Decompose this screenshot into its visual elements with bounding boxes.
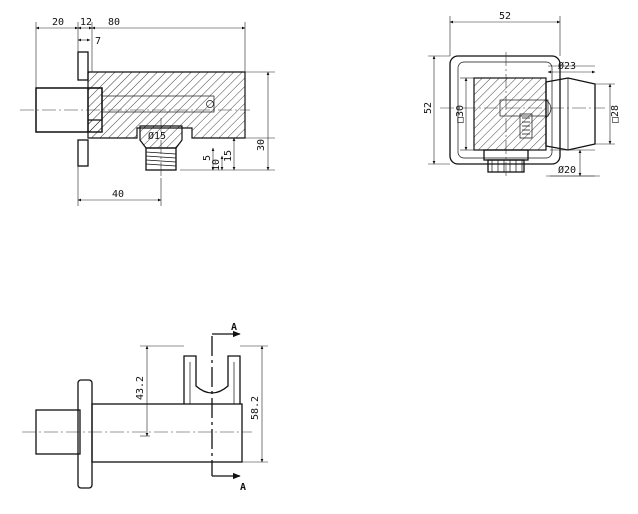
dim-58-2: 58.2 — [250, 396, 261, 420]
dim-7: 7 — [95, 36, 101, 47]
dim-52-top: 52 — [499, 11, 511, 22]
dim-10: 10 — [211, 159, 222, 171]
front-flange-lower — [77, 139, 89, 167]
dim-dia15: Ø15 — [148, 130, 166, 142]
dim-sq28: □28 — [610, 105, 621, 123]
front-small-hole — [206, 100, 214, 108]
dim-15: 15 — [223, 150, 234, 162]
side-body-section — [473, 77, 547, 151]
top-view: A A 43.2 58.2 — [22, 322, 268, 493]
dim-sq30: □30 — [455, 105, 466, 123]
side-plate-inner — [457, 61, 553, 159]
side-plate-outer — [449, 55, 561, 165]
dim-52-left: 52 — [423, 102, 434, 114]
side-section-view: 52 52 □30 Ø23 □28 Ø20 — [423, 11, 621, 178]
dim-5: 5 — [202, 155, 213, 161]
section-mark-bottom: A — [240, 482, 246, 493]
front-inlet-outline — [35, 87, 103, 133]
side-bore — [499, 99, 549, 117]
dim-30: 30 — [256, 139, 267, 151]
front-section-view: 20 12 80 7 Ø15 40 5 10 15 30 — [20, 17, 275, 206]
top-body — [91, 403, 243, 463]
dim-20: 20 — [52, 17, 64, 28]
dim-12: 12 — [80, 17, 92, 28]
section-mark-top: A — [231, 322, 237, 333]
dim-40: 40 — [112, 189, 124, 200]
dim-dia23: Ø23 — [558, 60, 576, 72]
dim-dia20: Ø20 — [558, 164, 576, 176]
side-holder — [545, 77, 596, 151]
front-flange-upper — [77, 51, 89, 81]
dim-43-2: 43.2 — [135, 376, 146, 400]
dim-80: 80 — [108, 17, 120, 28]
